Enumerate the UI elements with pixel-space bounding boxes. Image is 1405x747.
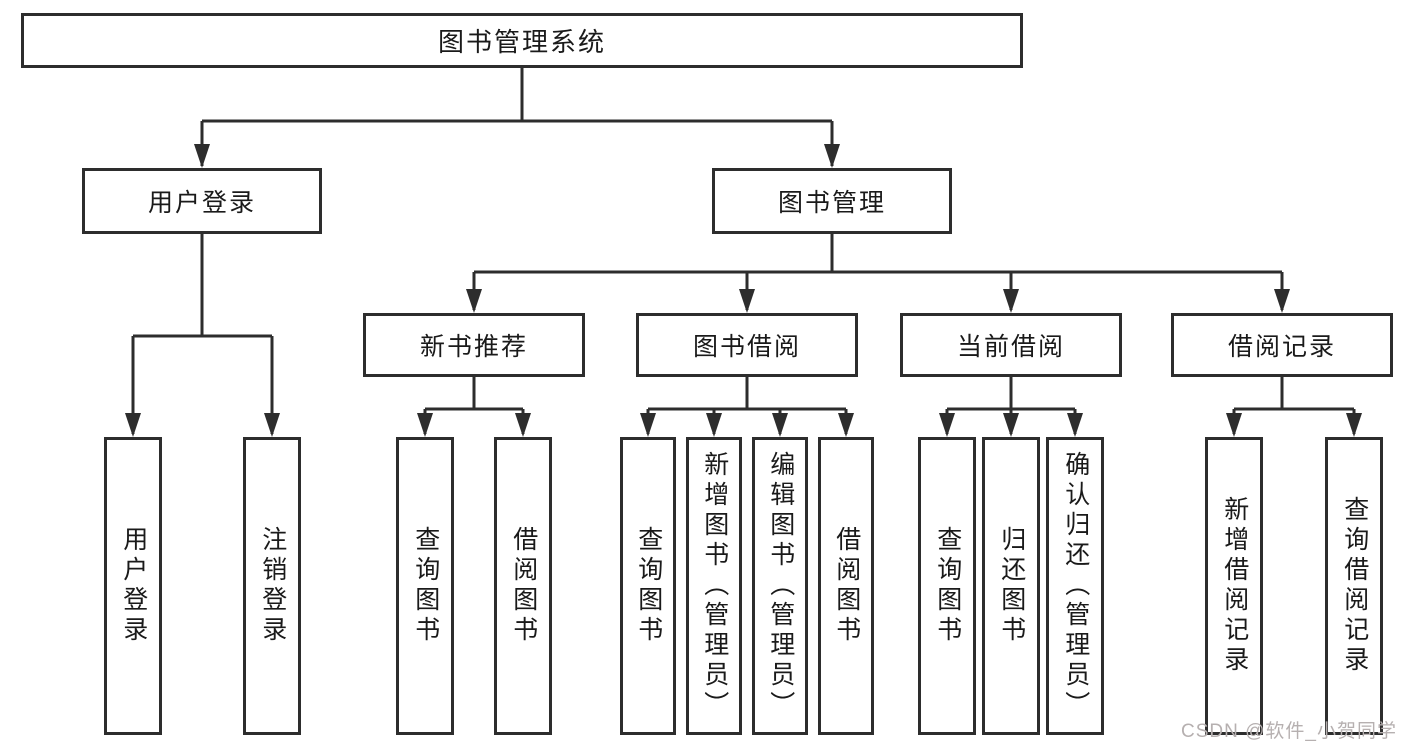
arrow-icon <box>264 413 280 437</box>
arrow-icon <box>1003 289 1019 313</box>
connector-lines <box>131 68 1356 434</box>
node-root-system: 图书管理系统 <box>21 13 1023 68</box>
leaf-add-book-admin: 新增图书（管理员） <box>686 437 742 735</box>
leaf-borrow-book-1: 借阅图书 <box>494 437 552 735</box>
node-borrow-record: 借阅记录 <box>1171 313 1393 377</box>
node-user-login: 用户登录 <box>82 168 322 234</box>
leaf-borrow-book-2: 借阅图书 <box>818 437 874 735</box>
arrow-icon <box>706 413 722 437</box>
leaf-edit-book-admin: 编辑图书（管理员） <box>752 437 808 735</box>
leaf-add-borrow-record: 新增借阅记录 <box>1205 437 1263 735</box>
arrow-icon <box>417 413 433 437</box>
arrow-icon <box>1003 413 1019 437</box>
arrow-icon <box>125 413 141 437</box>
node-new-book-recommend: 新书推荐 <box>363 313 585 377</box>
arrow-icon <box>640 413 656 437</box>
leaf-confirm-return-admin: 确认归还（管理员） <box>1046 437 1104 735</box>
arrow-icon <box>466 289 482 313</box>
csdn-watermark: CSDN @软件_小贺同学 <box>1181 721 1397 742</box>
node-book-borrow: 图书借阅 <box>636 313 858 377</box>
arrow-icon <box>739 289 755 313</box>
arrow-icon <box>824 144 840 168</box>
arrow-icon <box>772 413 788 437</box>
leaf-query-book-3: 查询图书 <box>918 437 976 735</box>
leaf-user-login: 用户登录 <box>104 437 162 735</box>
arrow-icon <box>194 144 210 168</box>
leaf-query-book-2: 查询图书 <box>620 437 676 735</box>
arrow-icon <box>1274 289 1290 313</box>
leaf-query-borrow-record: 查询借阅记录 <box>1325 437 1383 735</box>
arrow-icon <box>1067 413 1083 437</box>
leaf-logout: 注销登录 <box>243 437 301 735</box>
arrow-icon <box>1226 413 1242 437</box>
arrow-icon <box>939 413 955 437</box>
leaf-return-book: 归还图书 <box>982 437 1040 735</box>
arrow-icon <box>515 413 531 437</box>
arrow-icon <box>1346 413 1362 437</box>
leaf-query-book-1: 查询图书 <box>396 437 454 735</box>
arrow-icon <box>838 413 854 437</box>
node-book-management: 图书管理 <box>712 168 952 234</box>
node-current-borrow: 当前借阅 <box>900 313 1122 377</box>
